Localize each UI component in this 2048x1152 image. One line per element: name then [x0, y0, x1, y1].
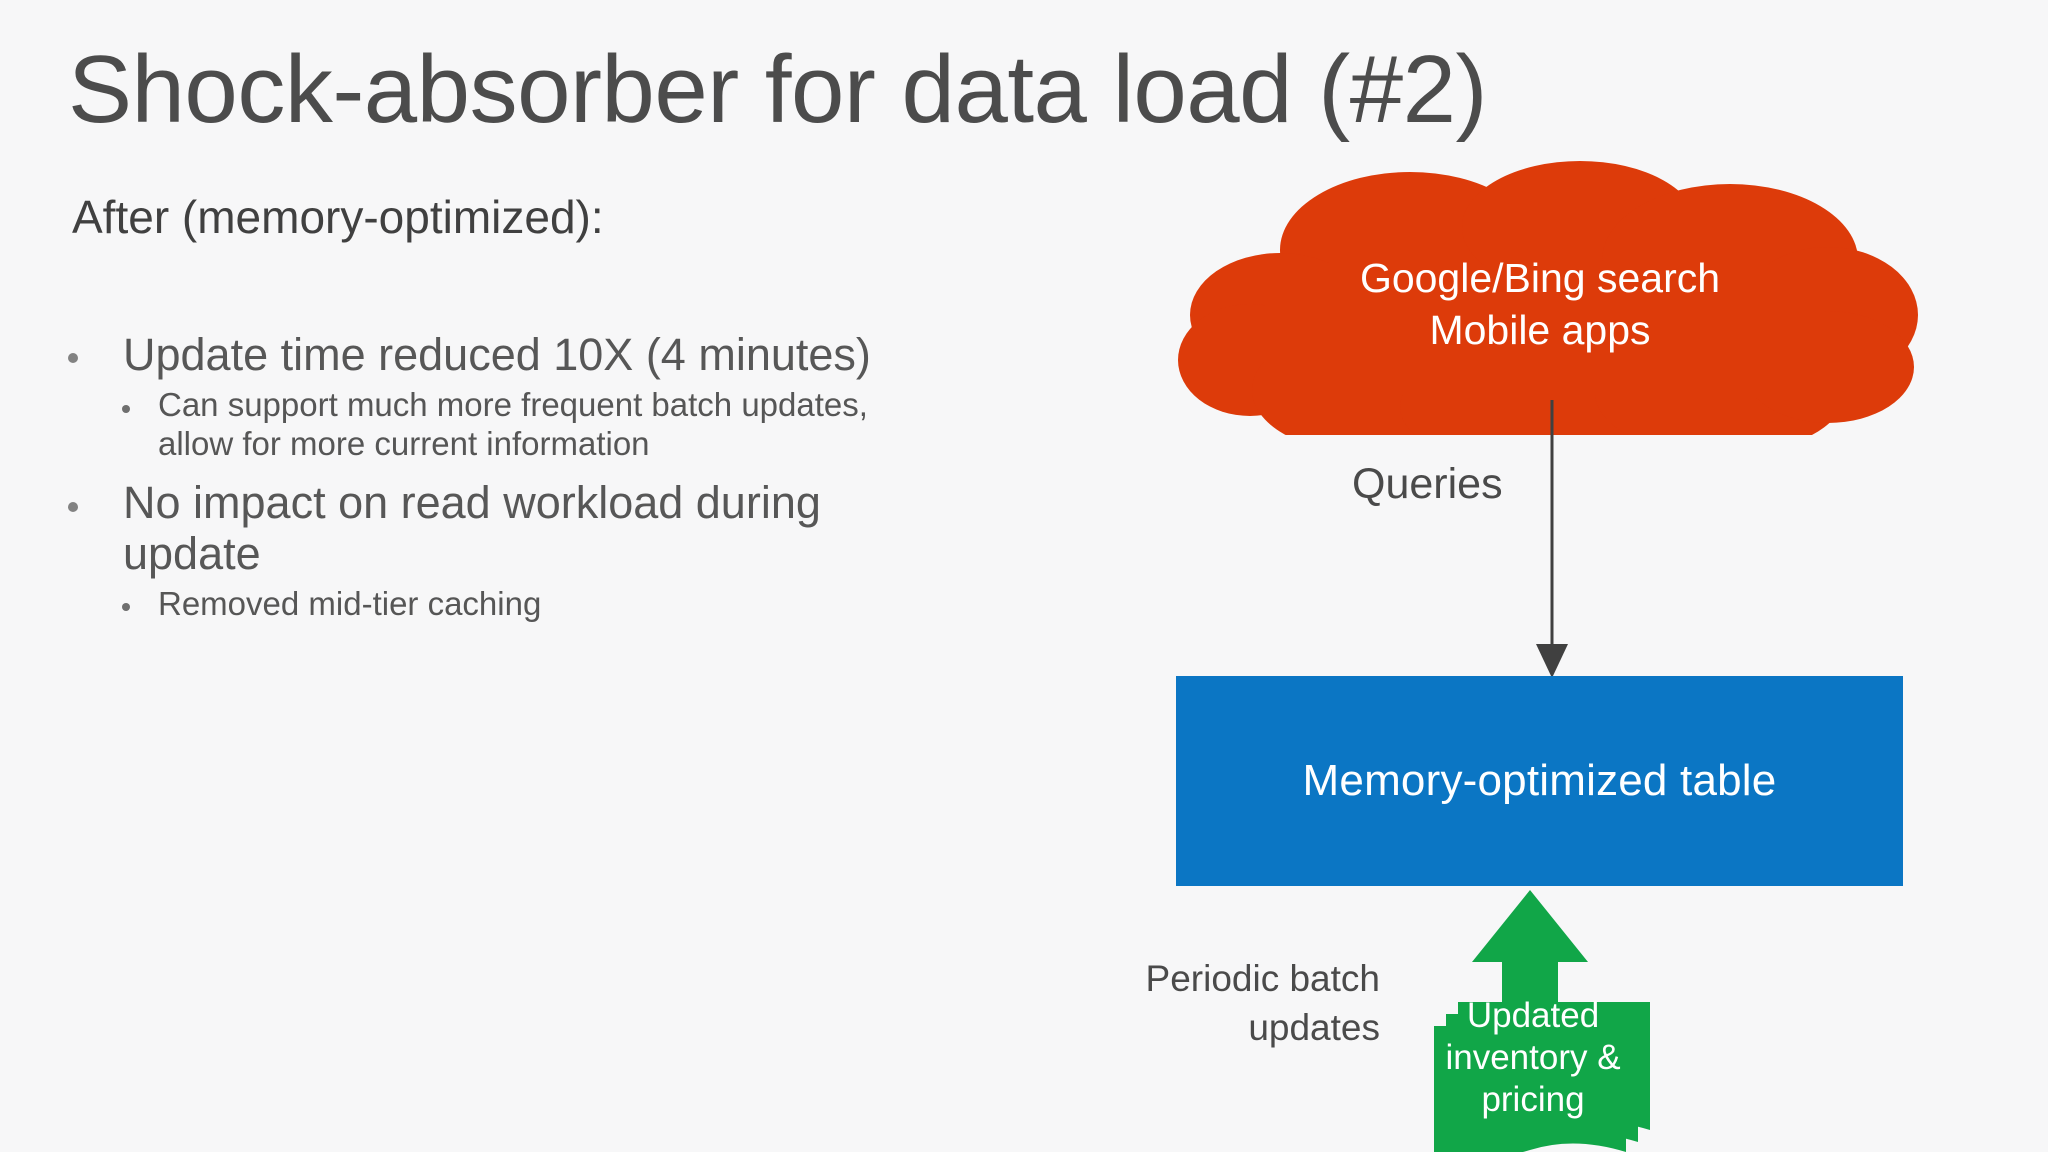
queries-label: Queries	[1352, 460, 1503, 508]
sub-bullet-dot-icon	[122, 404, 130, 413]
bullet-item: No impact on read workload during update	[60, 477, 920, 579]
sub-bullet-dot-icon	[122, 603, 130, 612]
sub-bullet-text: Removed mid-tier caching	[158, 585, 542, 623]
bullet-text: Update time reduced 10X (4 minutes)	[123, 329, 871, 380]
documents-label: Updated inventory & pricing	[1438, 995, 1628, 1121]
periodic-batch-updates-label: Periodic batch updates	[1080, 955, 1380, 1053]
sub-bullet-list: Can support much more frequent batch upd…	[60, 386, 920, 464]
document-front-icon	[1434, 1026, 1626, 1152]
cloud-icon	[1178, 161, 1918, 469]
sub-bullet-list: Removed mid-tier caching	[60, 585, 920, 624]
documents-label-line3: pricing	[1481, 1080, 1585, 1119]
cloud-label-line2: Mobile apps	[1429, 307, 1651, 353]
memory-optimized-table-label: Memory-optimized table	[1302, 756, 1777, 805]
documents-label-line1: Updated	[1466, 996, 1600, 1035]
queries-arrow-down-icon	[1536, 400, 1568, 678]
bullet-item: Update time reduced 10X (4 minutes)	[60, 329, 920, 380]
bullet-dot-icon	[68, 353, 78, 364]
cloud-shape: Google/Bing search Mobile apps	[1160, 155, 1920, 469]
sub-bullet-item: Can support much more frequent batch upd…	[112, 386, 920, 464]
page-title: Shock-absorber for data load (#2)	[68, 36, 1487, 143]
bullet-text: No impact on read workload during update	[123, 477, 821, 579]
batch-update-arrow-and-documents	[1434, 890, 1650, 1152]
cloud-label-line1: Google/Bing search	[1359, 254, 1721, 301]
bullet-list: Update time reduced 10X (4 minutes) Can …	[60, 329, 920, 638]
sub-bullet-item: Removed mid-tier caching	[112, 585, 920, 624]
documents-label-line2: inventory &	[1445, 1038, 1621, 1077]
cloud-label: Google/Bing search Mobile apps	[1160, 155, 1920, 435]
memory-optimized-table-box[interactable]: Memory-optimized table	[1176, 676, 1903, 886]
batch-label-line2: updates	[1248, 1006, 1380, 1048]
sub-bullet-text: Can support much more frequent batch upd…	[158, 386, 868, 463]
arrow-up-icon	[1472, 890, 1588, 1030]
batch-label-line1: Periodic batch	[1145, 958, 1380, 999]
slide-subtitle: After (memory-optimized):	[72, 191, 604, 243]
document-stack-back-icon	[1446, 1002, 1650, 1148]
bullet-dot-icon	[68, 501, 78, 512]
